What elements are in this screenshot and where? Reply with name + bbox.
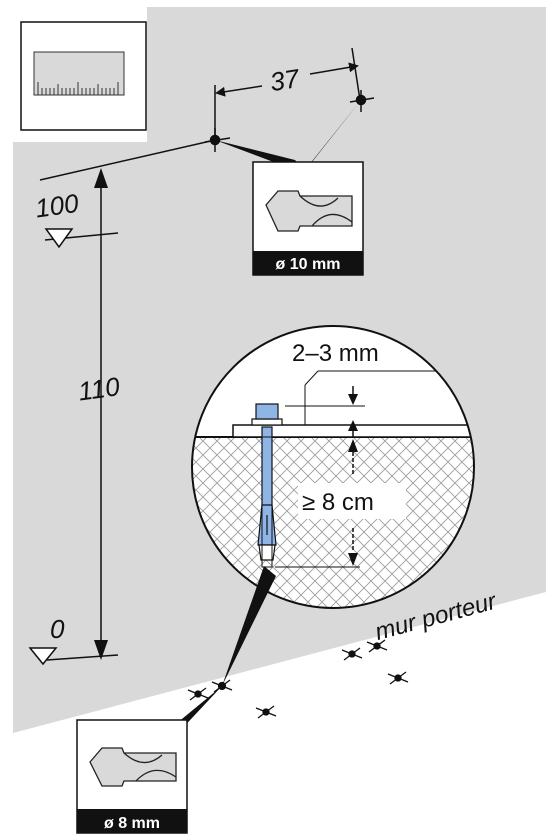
drill-diameter-top-label: ø 10 mm [276, 256, 341, 273]
drill-diameter-bottom-label: ø 8 mm [104, 815, 160, 832]
level-top-value: 100 [33, 188, 81, 224]
ruler-icon [20, 21, 147, 131]
drill-hole-right-top [349, 90, 375, 112]
height-dimension-value: 110 [76, 371, 122, 407]
floor-drill-holes [187, 639, 409, 719]
drill-bit-icon [252, 161, 364, 276]
callout-pointer-detail [222, 566, 276, 686]
level-triangle-icon [28, 228, 74, 666]
level-bottom-value: 0 [50, 614, 65, 644]
gap-dimension-value: 2–3 mm [292, 340, 379, 367]
anchor-nut [255, 403, 279, 420]
vertical-dimension [39, 139, 216, 661]
embed-depth-value: ≥ 8 cm [302, 489, 374, 516]
drill-bit-icon [76, 719, 188, 834]
horizontal-dimension-value: 37 [268, 63, 303, 97]
